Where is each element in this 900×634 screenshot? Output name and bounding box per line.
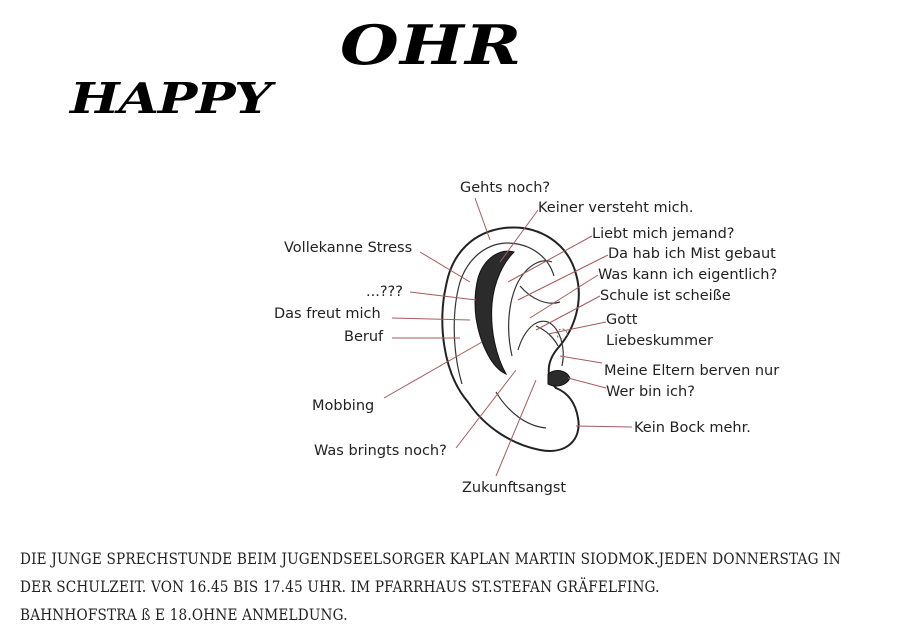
info-line-3: BAHNHOFSTRA ß E 18.OHNE ANMELDUNG.: [20, 606, 348, 624]
label-wer-bin-ich: Wer bin ich?: [606, 384, 695, 400]
label-stress: Vollekanne Stress: [284, 240, 412, 256]
label-schule: Schule ist scheiße: [600, 288, 731, 304]
info-line-2: DER SCHULZEIT. VON 16.45 BIS 17.45 UHR. …: [20, 578, 660, 596]
title-ohr: OHR: [340, 13, 523, 77]
label-liebeskummer: Liebeskummer: [606, 333, 713, 349]
label-keiner-versteht: Keiner versteht mich.: [538, 200, 693, 216]
ear-illustration: [441, 226, 580, 452]
label-mobbing: Mobbing: [312, 398, 374, 414]
label-beruf: Beruf: [344, 329, 384, 345]
label-kein-bock: Kein Bock mehr.: [634, 420, 751, 436]
label-gott: Gott: [606, 312, 638, 328]
label-was-kann-ich: Was kann ich eigentlich?: [598, 267, 777, 283]
label-gehts-noch: Gehts noch?: [460, 180, 550, 196]
label-freut-mich: Das freut mich: [274, 306, 381, 322]
label-was-bringts: Was bringts noch?: [314, 443, 447, 459]
label-zukunftsangst: Zukunftsangst: [462, 480, 566, 496]
info-line-1: DIE JUNGE SPRECHSTUNDE BEIM JUGENDSEELSO…: [20, 550, 841, 568]
ear-diagram: Gehts noch? Keiner versteht mich. Liebt …: [274, 180, 779, 496]
label-mist-gebaut: Da hab ich Mist gebaut: [608, 246, 776, 262]
info-text: DIE JUNGE SPRECHSTUNDE BEIM JUGENDSEELSO…: [20, 545, 841, 629]
ear-labels: Gehts noch? Keiner versteht mich. Liebt …: [274, 180, 779, 496]
label-eltern: Meine Eltern berven nur: [604, 363, 779, 379]
label-liebt-mich: Liebt mich jemand?: [592, 226, 735, 242]
title-happy: HAPPY: [70, 74, 272, 123]
label-fragezeichen: ...???: [366, 284, 403, 300]
leader-lines: [383, 197, 633, 477]
